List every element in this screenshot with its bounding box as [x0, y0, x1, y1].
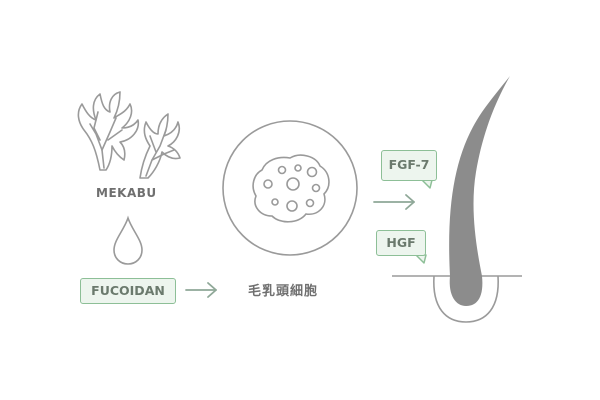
hgf-bubble-tail	[415, 254, 427, 264]
arrow-fucoidan-to-cell	[185, 282, 217, 298]
arrow-cell-to-hair	[373, 194, 415, 210]
fgf7-tag: FGF-7	[381, 150, 437, 181]
fgf7-bubble-tail	[421, 179, 433, 189]
dermal-papilla-cell-icon	[222, 120, 358, 256]
mekabu-label: MEKABU	[96, 186, 157, 200]
seaweed-icon	[77, 91, 181, 179]
drop-icon	[113, 215, 143, 265]
dermal-papilla-cell-label: 毛乳頭細胞	[248, 284, 319, 299]
hair-follicle-icon	[392, 76, 522, 323]
fucoidan-tag: FUCOIDAN	[80, 278, 176, 304]
hgf-tag: HGF	[376, 230, 426, 256]
